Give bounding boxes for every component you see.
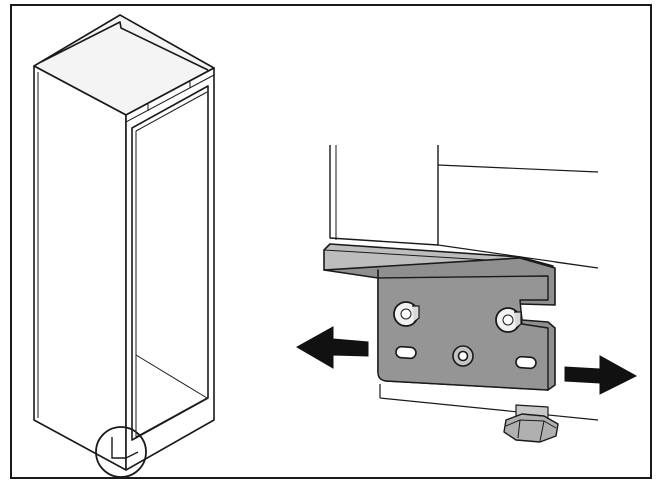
callout-hinge-detail — [111, 437, 139, 459]
bracket-slot-left — [395, 345, 417, 360]
arrow-right-icon — [564, 355, 638, 395]
cabinet-bottom-line — [379, 384, 599, 421]
torx-screw-icon — [495, 307, 522, 333]
cabinet-side-face — [33, 65, 127, 471]
bracket-slot-right — [515, 355, 537, 370]
cabinet-top-lip — [40, 21, 209, 71]
torx-screw-icon — [393, 301, 420, 327]
cabinet-interior-lines — [131, 91, 208, 440]
arrow-left-icon — [295, 326, 369, 369]
bracket-plate-face — [377, 275, 549, 391]
door-panel — [329, 145, 439, 246]
hinge-detail — [323, 145, 599, 443]
cabinet-top-rail — [125, 74, 215, 123]
bracket-center-hole-inner — [457, 350, 469, 362]
appliance-cabinet — [33, 14, 215, 471]
cabinet-opening — [131, 85, 209, 441]
detail-circle-icon — [95, 426, 147, 478]
adjustable-foot — [503, 404, 559, 443]
